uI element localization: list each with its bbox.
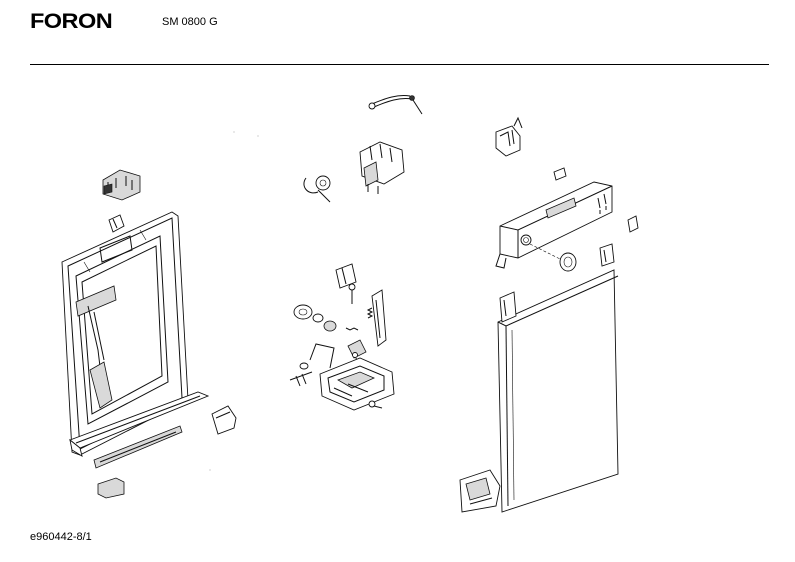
selector-switch bbox=[359, 141, 405, 194]
scan-specks bbox=[209, 131, 259, 471]
lever-arm bbox=[371, 289, 387, 347]
bottom-trim-strip bbox=[69, 391, 210, 457]
outer-door-panel bbox=[497, 269, 619, 513]
header-divider bbox=[30, 64, 769, 65]
latch-pin bbox=[348, 283, 356, 304]
spring-right bbox=[345, 307, 374, 331]
hinge-bottom bbox=[459, 469, 501, 513]
bracket-wire bbox=[309, 343, 335, 369]
model-number: SM 0800 G bbox=[162, 16, 218, 28]
control-knob bbox=[529, 243, 577, 272]
screw-bottom bbox=[368, 400, 383, 409]
brand-logo: FORON bbox=[30, 10, 113, 33]
coil-spring-cable bbox=[303, 175, 331, 203]
contact-bracket bbox=[335, 263, 357, 289]
clip-small-left bbox=[108, 214, 125, 233]
panel-bracket-top bbox=[495, 116, 523, 157]
end-cap-right bbox=[211, 405, 237, 435]
end-cap-left bbox=[97, 477, 125, 499]
washer-left bbox=[299, 362, 309, 370]
lower-rail bbox=[93, 425, 183, 469]
door-hook-left bbox=[499, 291, 517, 323]
indicator-clip bbox=[553, 167, 567, 181]
panel-button bbox=[627, 215, 639, 233]
latch-bracket-top-left bbox=[102, 169, 141, 201]
door-lock-housing bbox=[319, 357, 395, 411]
screw-left bbox=[289, 371, 313, 387]
knob-assembly bbox=[293, 304, 337, 332]
thermostat-probe bbox=[368, 95, 423, 115]
drawing-id: e960442-8/1 bbox=[30, 531, 92, 543]
inner-door-frame bbox=[61, 211, 189, 456]
hinge-bracket-right bbox=[599, 243, 615, 267]
control-panel bbox=[495, 181, 613, 269]
